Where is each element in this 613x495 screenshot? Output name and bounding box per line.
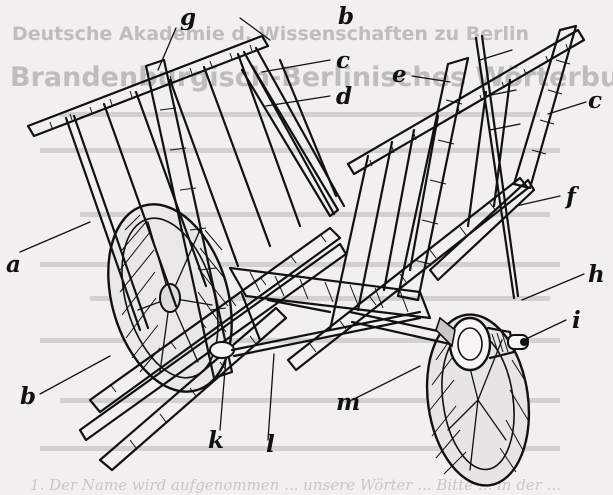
- label-c-right: c: [588, 87, 602, 114]
- label-b-bottom: b: [20, 383, 36, 410]
- leader-g: [157, 27, 177, 71]
- leader-c-left: [261, 59, 331, 73]
- bleed-note: 1. Der Name wird aufgenommen ... unsere …: [30, 476, 561, 494]
- leader-l-bottom: [267, 353, 275, 441]
- leader-h: [521, 273, 585, 301]
- label-m: m: [336, 389, 360, 416]
- label-l-bottom: l: [266, 431, 275, 458]
- label-h: h: [588, 261, 605, 288]
- leader-c-right: [547, 101, 587, 115]
- label-c-left: c: [336, 47, 350, 74]
- leader-a: [19, 221, 91, 253]
- leader-k: [219, 357, 227, 431]
- left-ladder: [26, 34, 348, 442]
- bleed-heading-1: Deutsche Akademie d. Wissenschaften zu B…: [12, 23, 529, 45]
- label-d: d: [336, 83, 352, 110]
- label-a: a: [6, 251, 21, 278]
- leader-b-top: [239, 17, 271, 41]
- leader-e: [411, 75, 451, 83]
- label-f: f: [564, 183, 580, 210]
- leader-d: [265, 95, 331, 107]
- bleed-heading-2: Brandenburgisch-Berlinisches Wörterbuch: [10, 62, 613, 93]
- drawbar: [98, 306, 422, 472]
- label-i: i: [572, 307, 581, 334]
- axle-hub: [348, 310, 529, 372]
- leader-lines: [19, 17, 587, 441]
- label-e: e: [392, 61, 407, 88]
- label-k: k: [208, 427, 224, 454]
- leader-i: [527, 319, 567, 339]
- leader-m: [351, 365, 421, 401]
- leader-b-bottom: [39, 355, 111, 395]
- leader-f: [515, 195, 561, 207]
- bleed-through-text: Deutsche Akademie d. Wissenschaften zu B…: [10, 23, 613, 494]
- right-ladder: [286, 24, 586, 372]
- label-g: g: [180, 4, 196, 31]
- label-b-top: b: [338, 3, 354, 30]
